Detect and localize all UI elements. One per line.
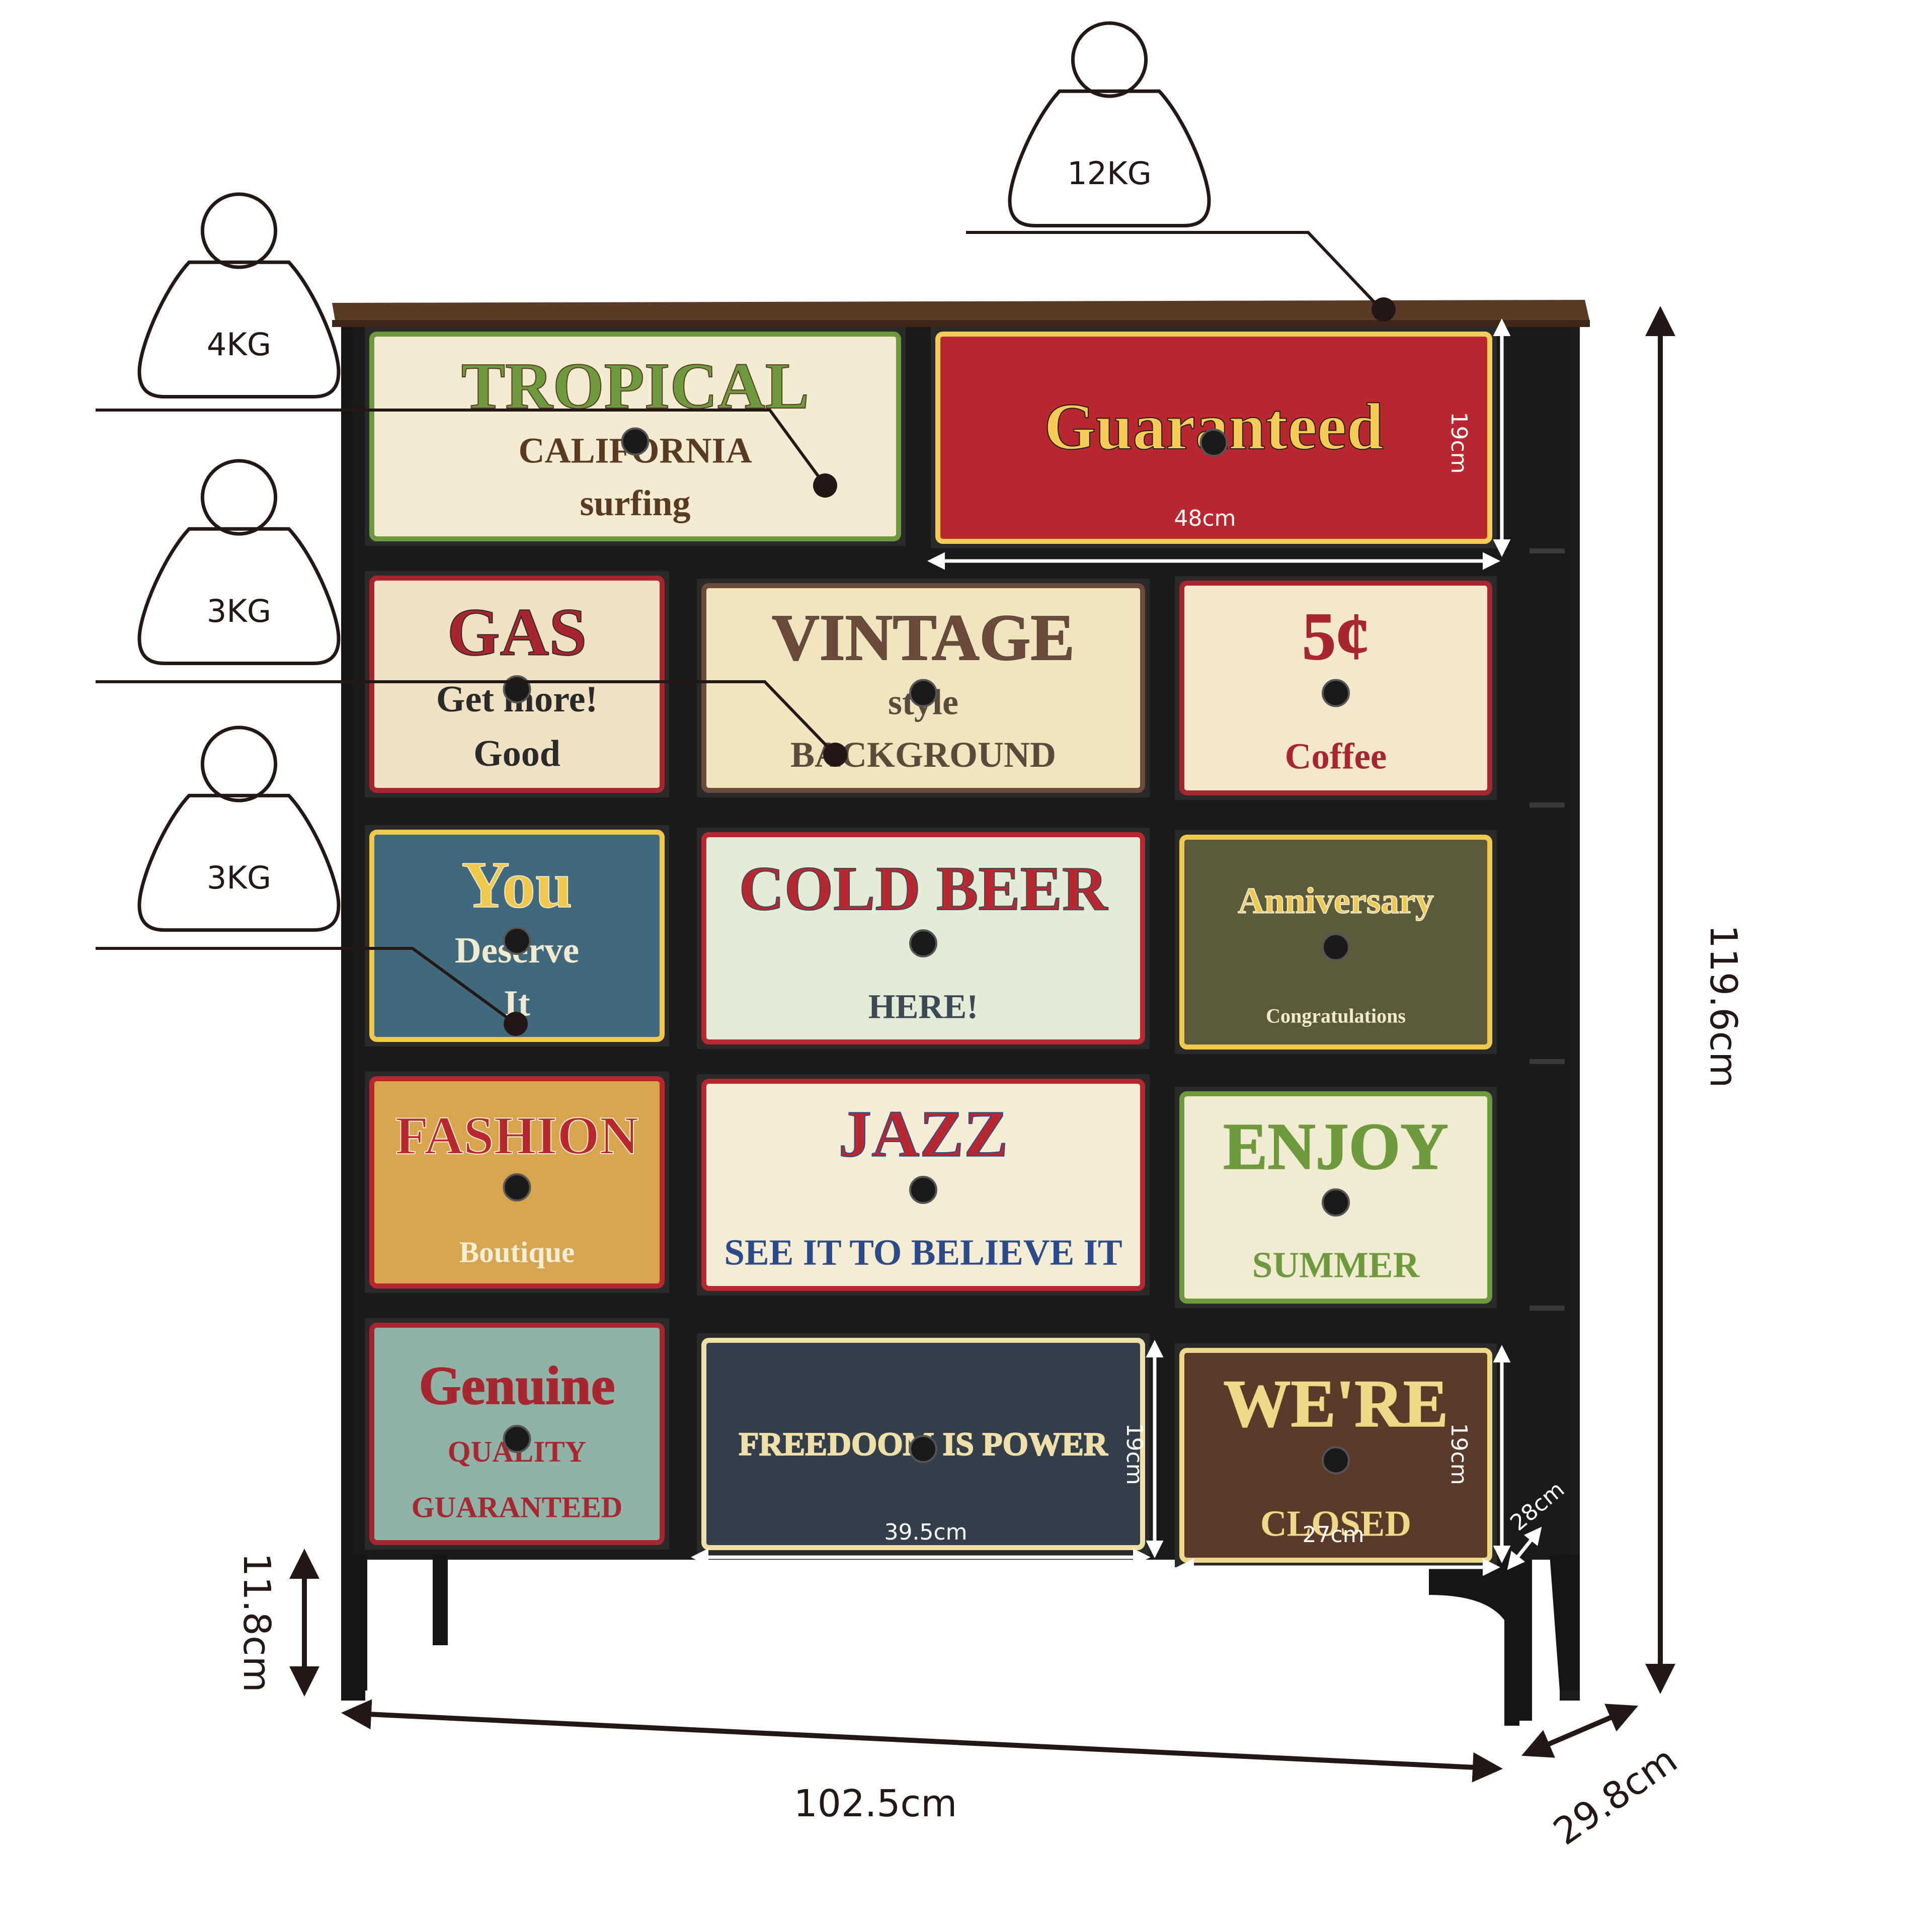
weight-ring-icon	[200, 726, 278, 802]
small-drawer-width-label: 27cm	[1302, 1522, 1364, 1548]
drawer-text: TROPICAL	[461, 350, 809, 423]
weight-body-icon	[137, 527, 341, 665]
weight-label: 4KG	[207, 326, 271, 363]
drawer-knob-icon[interactable]	[1322, 1188, 1350, 1217]
drawer-text: WE'RE	[1224, 1366, 1448, 1441]
drawer-text: VINTAGE	[772, 601, 1075, 674]
drawer-knob-icon[interactable]	[503, 1425, 531, 1453]
drawer-text: Coffee	[1285, 736, 1387, 777]
drawer-knob-icon[interactable]	[1199, 429, 1228, 457]
drawer-freedom[interactable]: FREEDOOM IS POWER	[697, 1333, 1150, 1555]
weight-callout-row3: 3KG	[96, 726, 528, 1036]
weight-label: 12KG	[1067, 155, 1152, 192]
drawer-text: surfing	[580, 483, 690, 523]
weight-label: 3KG	[207, 859, 271, 896]
drawers: TROPICALCALIFORNIAsurfingGuaranteedGASGe…	[365, 327, 1497, 1567]
weight-leader-line	[96, 409, 827, 487]
drawer-text: FASHION	[395, 1106, 638, 1166]
drawer-text: Boutique	[459, 1235, 575, 1268]
drawer-text: Good	[473, 733, 560, 774]
drawer-knob-icon[interactable]	[909, 679, 937, 707]
wood-top	[332, 300, 1590, 326]
weight-callout-row1: 4KG	[96, 192, 837, 498]
drawer-text: Genuine	[419, 1356, 615, 1416]
drawer-text: CLOSED	[1260, 1503, 1411, 1544]
drawer-text: You	[461, 848, 572, 922]
drawer-genuine[interactable]: GenuineQUALITYGUARANTEED	[365, 1318, 669, 1550]
height-label: 119.6cm	[1702, 925, 1745, 1088]
drawer-text: COLD BEER	[739, 854, 1109, 924]
drawer-coffee[interactable]: 5¢ Coffee	[1175, 576, 1497, 800]
drawer-guaranteed[interactable]: Guaranteed	[931, 327, 1497, 548]
weight-callout-top: 12KG	[966, 21, 1396, 321]
width-arrow	[341, 1699, 1503, 1783]
weight-label: 3KG	[207, 593, 271, 629]
drawer-dimension-arrows	[691, 318, 1542, 1576]
medium-drawer-width-label: 39.5cm	[884, 1519, 967, 1545]
weight-body-icon	[137, 793, 341, 932]
drawer-knob-icon[interactable]	[503, 1173, 531, 1201]
drawer-text: 5¢	[1302, 599, 1370, 674]
large-drawer-height-label: 19cm	[1446, 412, 1472, 473]
weight-leader-line	[966, 231, 1385, 313]
weight-leader-dot	[813, 473, 837, 498]
drawer-knob-icon[interactable]	[1322, 1446, 1350, 1475]
drawer-beer[interactable]: COLD BEER HERE!	[697, 828, 1150, 1049]
weight-ring-icon	[1071, 21, 1148, 98]
weight-body-icon	[1008, 89, 1211, 227]
weight-ring-icon	[200, 192, 278, 269]
leg-height-label: 11.8cm	[235, 1553, 278, 1693]
drawer-tropical[interactable]: TROPICALCALIFORNIAsurfing	[365, 327, 906, 546]
drawer-text: Anniversary	[1238, 880, 1433, 921]
drawer-knob-icon[interactable]	[503, 675, 531, 703]
drawer-knob-icon[interactable]	[909, 1176, 937, 1204]
weight-callout-row2: 3KG	[96, 459, 847, 767]
width-label: 102.5cm	[794, 1782, 957, 1825]
weight-callouts: 12KG 4KG 3KG 3KG	[96, 21, 1396, 1036]
weight-leader-dot	[823, 743, 847, 767]
drawer-text: HERE!	[868, 987, 979, 1025]
drawer-knob-icon[interactable]	[1322, 933, 1350, 961]
drawer-text: ENJOY	[1223, 1109, 1448, 1183]
drawer-vintage[interactable]: VINTAGEstyleBACKGROUND	[697, 579, 1150, 797]
drawer-text: GUARANTEED	[412, 1491, 623, 1524]
weight-leader-dot	[504, 1012, 528, 1036]
wood-top-edge	[332, 320, 1590, 327]
small-drawer-height-label: 19cm	[1446, 1423, 1472, 1485]
drawer-text: Congratulations	[1266, 1005, 1406, 1027]
weight-leader-line	[96, 947, 517, 1025]
legs	[342, 1555, 1580, 1726]
drawer-deserve[interactable]: YouDeserveIt	[365, 825, 669, 1046]
side-rails	[1530, 548, 1565, 1311]
drawer-closed[interactable]: WE'RE CLOSED	[1175, 1343, 1497, 1567]
weight-ring-icon	[200, 459, 278, 536]
drawer-knob-icon[interactable]	[621, 427, 650, 456]
drawer-fashion[interactable]: FASHION Boutique	[365, 1072, 669, 1293]
drawer-text: JAZZ	[838, 1097, 1008, 1171]
drawer-knob-icon[interactable]	[909, 929, 937, 957]
drawer-knob-icon[interactable]	[1322, 679, 1350, 707]
medium-drawer-height-label: 19cm	[1121, 1423, 1147, 1485]
depth-arrow	[1521, 1704, 1639, 1758]
drawer-summer[interactable]: ENJOY SUMMER	[1175, 1087, 1497, 1308]
depth-label: 29.8cm	[1546, 1738, 1685, 1854]
drawer-text: SUMMER	[1252, 1244, 1420, 1285]
drawer-jazz[interactable]: JAZZ SEE IT TO BELIEVE IT	[697, 1074, 1150, 1296]
drawer-text: SEE IT TO BELIEVE IT	[724, 1232, 1122, 1272]
drawer-knob-icon[interactable]	[909, 1435, 937, 1463]
weight-body-icon	[137, 260, 341, 398]
drawer-text: GAS	[447, 595, 587, 670]
dimension-arrows	[289, 306, 1675, 1783]
drawer-knob-icon[interactable]	[503, 927, 531, 955]
large-drawer-width-label: 48cm	[1174, 506, 1236, 531]
weight-leader-line	[96, 680, 837, 756]
weight-leader-dot	[1372, 297, 1396, 321]
